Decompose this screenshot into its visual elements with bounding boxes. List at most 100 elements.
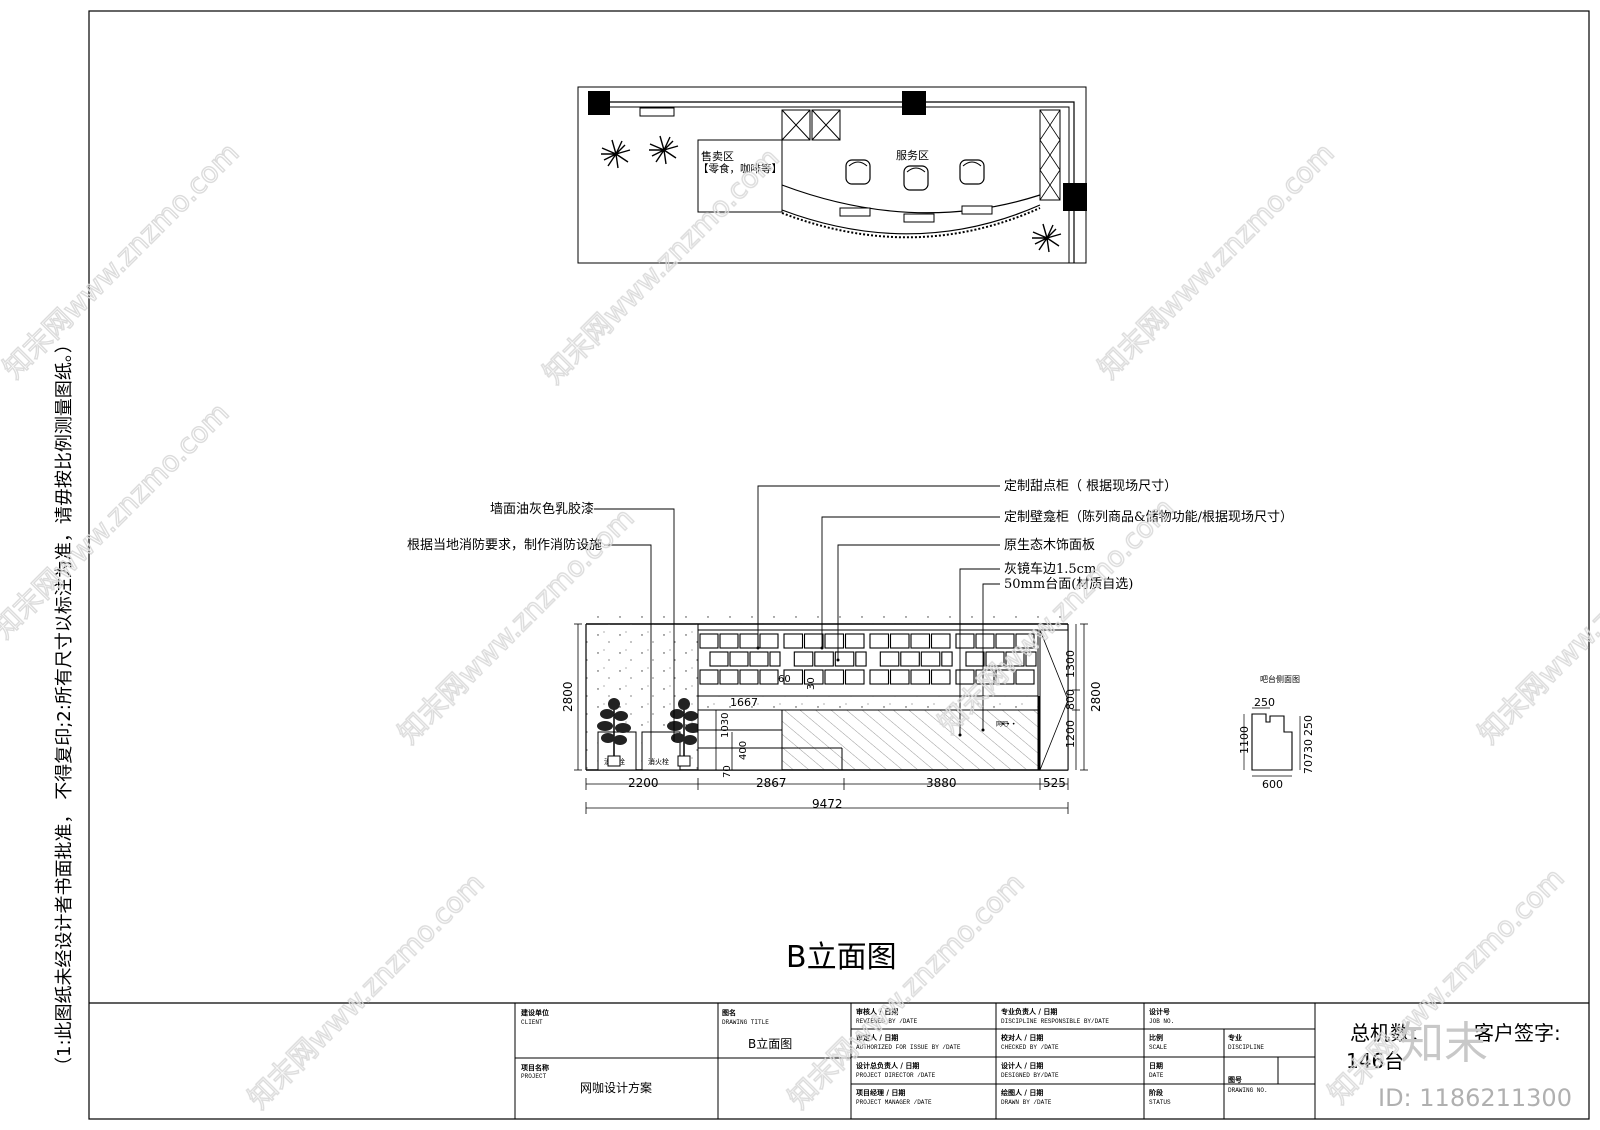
side-dim-r250: 250 (1302, 715, 1315, 736)
dim-1200: 1200 (1064, 720, 1077, 748)
dessert-cabinet (697, 709, 783, 771)
dimension-lines (574, 623, 1088, 814)
side-dim-r70: 70 (1302, 760, 1315, 774)
shelf-niche (1015, 633, 1035, 649)
svg-text:• • •: • • • (1001, 721, 1015, 728)
authorized-en: AUTHORIZED FOR ISSUE BY /DATE (856, 1044, 961, 1051)
shelf-niche (985, 651, 1005, 667)
client-label: 建设单位 (521, 1008, 549, 1017)
shelf-niche (910, 669, 931, 685)
drawn-label: 绘图人 / 日期 (1001, 1088, 1043, 1097)
chair-icon (959, 159, 985, 185)
dim-2867: 2867 (756, 776, 787, 790)
shelf-niche (941, 651, 953, 667)
dim-60: 60 (778, 674, 791, 685)
shelf-niche (759, 633, 779, 649)
title-block (89, 1002, 1589, 1119)
side-dim-600: 600 (1262, 778, 1283, 791)
shelf-niche (824, 669, 845, 685)
elevation-b: 消火栓 消火栓 网吧 • • • (407, 478, 1293, 814)
callout-dessert-cabinet: 定制甜点柜（ 根据现场尺寸） (1004, 478, 1177, 494)
shelf-niche (699, 669, 719, 685)
status-label: 阶段 (1149, 1088, 1163, 1097)
shelf-niche (955, 669, 975, 685)
project-label: 项目名称 (521, 1063, 549, 1072)
niche-shelves (697, 629, 1039, 697)
watermark-text: 知末网www.znzmo.com (1092, 136, 1341, 385)
shelf-niche (975, 633, 995, 649)
shelf-niche (1025, 651, 1037, 667)
column (588, 91, 610, 115)
plant-icon (648, 135, 679, 165)
shelf-niche (814, 651, 834, 667)
side-dim-1100: 1100 (1238, 726, 1251, 754)
shelf-niche (975, 669, 995, 685)
shelf-niche (699, 633, 719, 649)
drawing-no-label: 图号 (1228, 1075, 1242, 1084)
shelf-niche (719, 669, 739, 685)
callout-leaders (594, 485, 1000, 765)
title-block-text: 建设单位 CLIENT 项目名称 PROJECT 网咖设计方案 图名 DRAWI… (521, 1007, 1561, 1106)
shelf-niche (844, 669, 865, 685)
floor-plan: 售卖区 【零食，咖啡等】 服务区 (577, 86, 1087, 264)
director-label: 设计总负责人 / 日期 (856, 1061, 919, 1070)
shelf-niche (729, 651, 749, 667)
shelf-niche (783, 669, 804, 685)
column (902, 91, 926, 115)
shelf-niche (889, 633, 910, 649)
shelf-niche (930, 669, 951, 685)
callout-grey-mirror: 灰镜车边1.5cm (1004, 561, 1096, 577)
director-en: PROJECT DIRECTOR /DATE (856, 1072, 936, 1079)
mirror-panel (781, 709, 1039, 771)
dim-1667: 1667 (730, 696, 758, 709)
machines-value: 146台 (1346, 1049, 1404, 1073)
shelf-niche (955, 633, 975, 649)
drawing-title: B立面图 (786, 940, 897, 975)
dim-total: 9472 (812, 797, 843, 811)
watermark-brand: 知末 (1400, 1018, 1488, 1069)
watermark-text: 知末网www.znzmo.com (0, 136, 245, 385)
shelf-niche (769, 651, 781, 667)
dim-70: 70 (722, 765, 733, 778)
shelf-niche (879, 651, 900, 667)
callout-countertop: 50mm台面(材质自选) (1004, 577, 1133, 592)
shelf-niche (910, 633, 931, 649)
bar-side-detail: 吧台侧面图 250 1100 600 250 730 70 (1238, 674, 1315, 791)
discipline-resp-en: DISCIPLINE RESPONSIBLE BY/DATE (1001, 1018, 1109, 1025)
shelf-niche (793, 651, 814, 667)
callout-niche-cabinet: 定制壁龛柜（陈列商品&储物功能/根据现场尺寸） (1004, 509, 1293, 525)
side-note: （1:此图纸未经设计者书面批准， 不得复印;2:所有尺寸以标注为准，请毋按比例测… (54, 335, 75, 1075)
client-sign-label: 客户签字: (1474, 1021, 1561, 1045)
sheet-border (88, 10, 1590, 1120)
client-en: CLIENT (521, 1019, 543, 1026)
side-detail-title: 吧台侧面图 (1260, 674, 1300, 684)
sales-area (697, 139, 783, 213)
service-area-label: 服务区 (896, 149, 929, 162)
shelf-niche (834, 651, 855, 667)
project-en: PROJECT (521, 1073, 547, 1080)
shelf-niche (995, 633, 1015, 649)
shelf-niche (739, 633, 759, 649)
machines-label: 总机数： (1350, 1021, 1430, 1045)
shelf-niche (869, 669, 890, 685)
plant-icon (600, 139, 631, 169)
dim-1300: 1300 (1064, 650, 1077, 678)
authorized-label: 审定人 / 日期 (856, 1033, 898, 1042)
callout-wall-paint: 墙面油灰色乳胶漆 (490, 501, 594, 517)
shelf-niche (965, 651, 985, 667)
drawing-no-en: DRAWING NO. (1228, 1087, 1268, 1094)
watermark-text: 知末网www.znzmo.com (0, 396, 235, 645)
dim-height-left: 2800 (561, 681, 575, 712)
watermark-id: ID: 1186211300 (1378, 1084, 1572, 1112)
date-en: DATE (1149, 1072, 1164, 1079)
scale-label: 比例 (1149, 1033, 1163, 1042)
designed-en: DESIGNED BY/DATE (1001, 1072, 1059, 1079)
scale-en: SCALE (1149, 1044, 1167, 1051)
side-dim-r730: 730 (1302, 739, 1315, 760)
job-no-en: JOB NO. (1149, 1018, 1174, 1025)
project-name: 网咖设计方案 (580, 1080, 652, 1095)
shelf-niche (759, 669, 779, 685)
job-no-label: 设计号 (1149, 1007, 1170, 1016)
chair-icon (845, 159, 871, 185)
